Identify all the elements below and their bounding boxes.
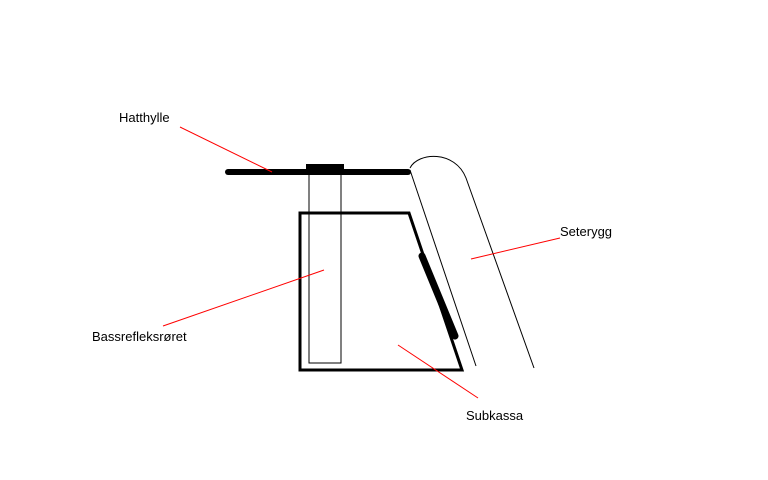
leader-line-sub-box bbox=[397, 344, 479, 399]
label-hat-shelf: Hatthylle bbox=[119, 110, 170, 125]
label-seat-back: Seterygg bbox=[560, 224, 612, 239]
seat-back-outline bbox=[409, 156, 535, 369]
sub-box bbox=[298, 211, 465, 372]
label-bass-reflex-port: Bassrefleksrøret bbox=[92, 329, 187, 344]
leader-line-bass-reflex-port bbox=[162, 269, 325, 327]
bass-reflex-port bbox=[308, 167, 342, 364]
leader-line-hat-shelf bbox=[179, 126, 273, 173]
label-sub-box: Subkassa bbox=[466, 408, 524, 423]
seat-back-front-edge bbox=[409, 169, 477, 367]
leader-line-seat-back bbox=[470, 237, 561, 260]
speaker-element bbox=[418, 252, 459, 340]
hat-shelf-port-flange bbox=[306, 164, 344, 171]
